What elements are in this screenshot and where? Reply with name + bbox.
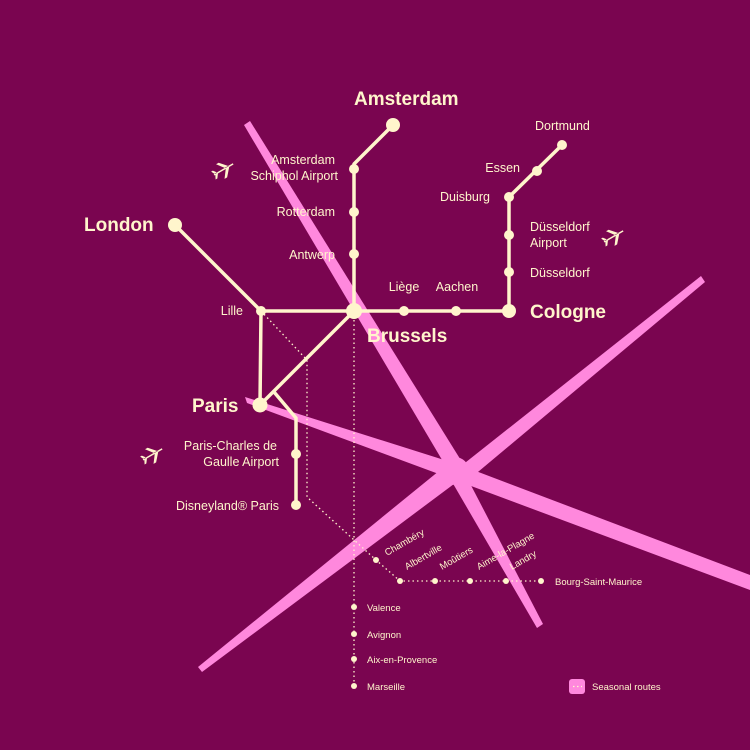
station-duisburg[interactable]	[504, 192, 514, 202]
station-aime[interactable]	[467, 578, 473, 584]
label-albertville: Albertville	[403, 542, 444, 572]
label-amsterdam: Amsterdam	[354, 89, 459, 110]
label-bourg: Bourg-Saint-Maurice	[555, 577, 642, 588]
station-cologne[interactable]	[502, 304, 516, 318]
label-rotterdam: Rotterdam	[277, 205, 335, 219]
label-moutiers: Moûtiers	[438, 545, 475, 573]
station-paris[interactable]	[252, 397, 268, 413]
airplane-icon	[211, 162, 234, 180]
label-valence: Valence	[367, 603, 401, 614]
label-brussels: Brussels	[367, 326, 447, 347]
label-cdg-2: Gaulle Airport	[203, 455, 279, 469]
label-avignon: Avignon	[367, 630, 401, 641]
station-cdg[interactable]	[291, 449, 301, 459]
airplane-icon	[601, 229, 624, 247]
station-lille[interactable]	[256, 306, 266, 316]
station-aachen[interactable]	[451, 306, 461, 316]
label-essen: Essen	[485, 161, 520, 175]
station-chambery[interactable]	[373, 557, 379, 563]
station-albertville[interactable]	[397, 578, 403, 584]
station-london[interactable]	[168, 218, 182, 232]
station-essen[interactable]	[532, 166, 542, 176]
label-cdg-1: Paris-Charles de	[184, 439, 277, 453]
label-lille: Lille	[221, 304, 243, 318]
label-dortmund: Dortmund	[535, 119, 590, 133]
station-rotterdam[interactable]	[349, 207, 359, 217]
station-dusseldorf-airport[interactable]	[504, 230, 514, 240]
stations	[168, 118, 567, 689]
station-moutiers[interactable]	[432, 578, 438, 584]
label-dusseldorf: Düsseldorf	[530, 266, 590, 280]
legend: Seasonal routes	[569, 679, 661, 694]
airport-icons	[140, 162, 624, 465]
label-aix: Aix-en-Provence	[367, 655, 437, 666]
pink-star-decoration	[198, 121, 750, 672]
station-brussels[interactable]	[346, 303, 362, 319]
station-antwerp[interactable]	[349, 249, 359, 259]
station-valence[interactable]	[351, 604, 357, 610]
label-aachen: Aachen	[436, 280, 478, 294]
label-cologne: Cologne	[530, 302, 606, 323]
label-schiphol-2: Schiphol Airport	[250, 169, 338, 183]
label-duisburg: Duisburg	[440, 190, 490, 204]
label-marseille: Marseille	[367, 682, 405, 693]
station-amsterdam[interactable]	[386, 118, 400, 132]
label-dus-airport-2: Airport	[530, 236, 567, 250]
station-aix[interactable]	[351, 656, 357, 662]
station-disneyland[interactable]	[291, 500, 301, 510]
label-dus-airport-1: Düsseldorf	[530, 220, 590, 234]
station-liege[interactable]	[399, 306, 409, 316]
label-paris: Paris	[192, 396, 238, 417]
station-dusseldorf[interactable]	[504, 267, 514, 277]
station-bourg[interactable]	[538, 578, 544, 584]
station-schiphol[interactable]	[349, 164, 359, 174]
station-landry[interactable]	[503, 578, 509, 584]
label-schiphol-1: Amsterdam	[271, 153, 335, 167]
label-antwerp: Antwerp	[289, 248, 335, 262]
airplane-icon	[140, 447, 163, 465]
label-london: London	[84, 215, 154, 236]
station-marseille[interactable]	[351, 683, 357, 689]
label-disneyland: Disneyland® Paris	[176, 499, 279, 513]
station-avignon[interactable]	[351, 631, 357, 637]
label-liege: Liège	[389, 280, 420, 294]
station-dortmund[interactable]	[557, 140, 567, 150]
legend-seasonal-routes: Seasonal routes	[592, 682, 661, 693]
